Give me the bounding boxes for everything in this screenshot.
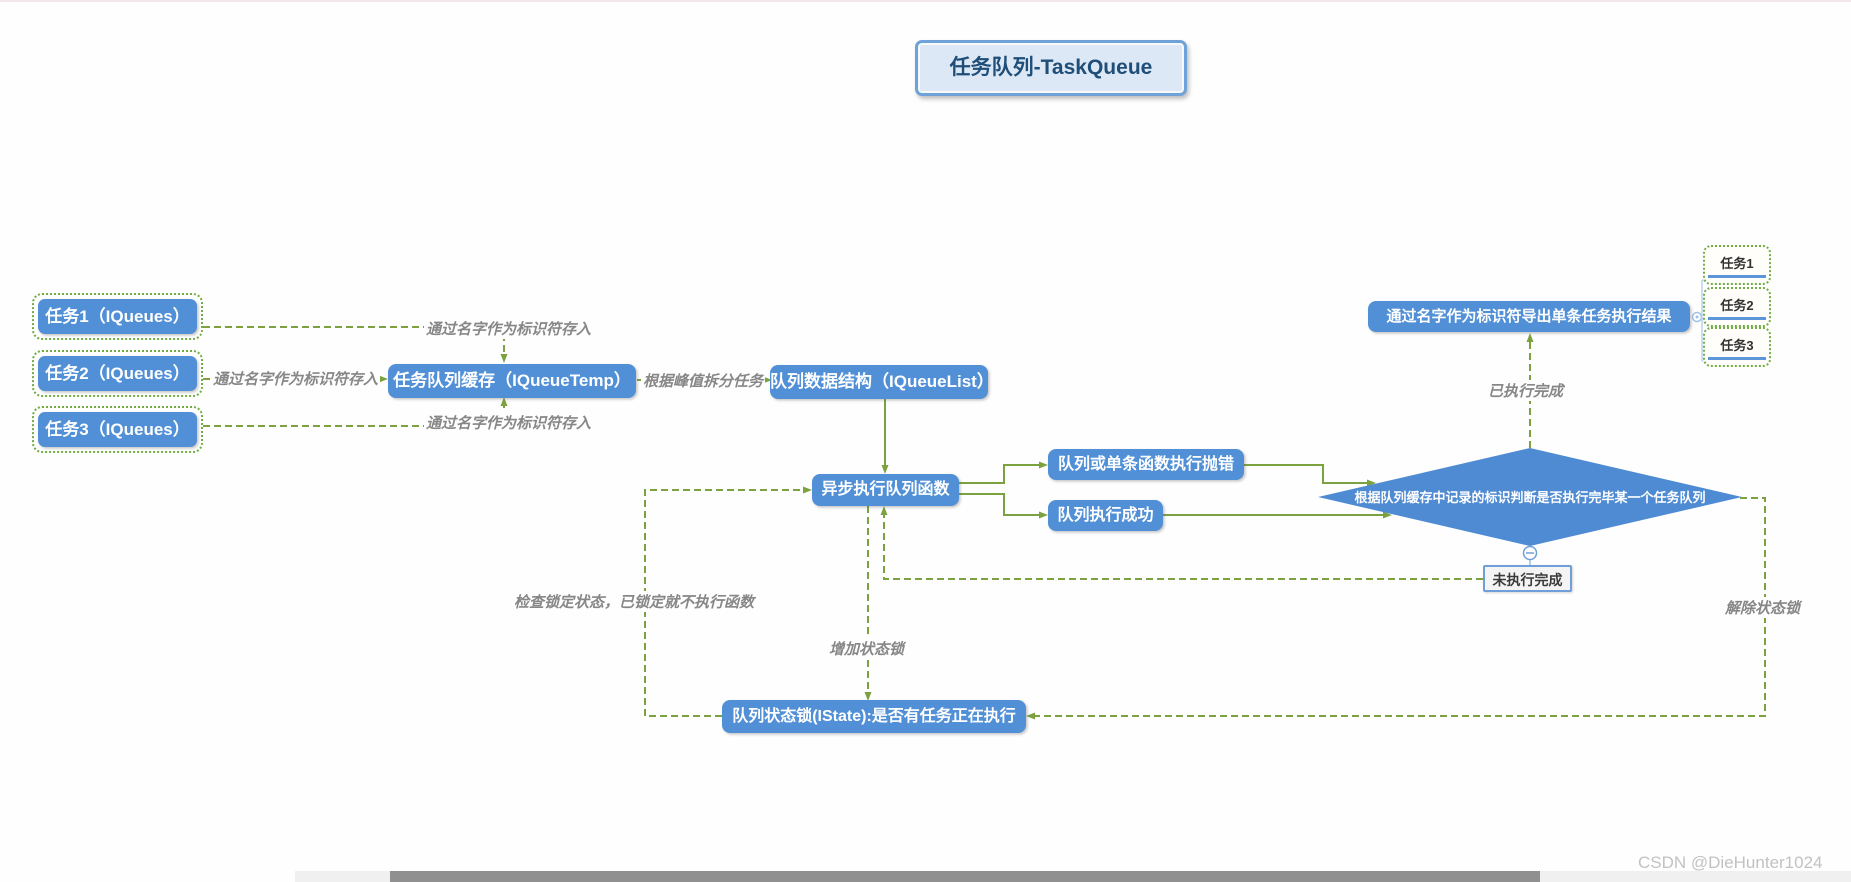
edge-label-done[interactable]: 已执行完成 [1486, 380, 1566, 401]
edge-notdone-to-async [880, 506, 1483, 580]
right-task3-label: 任务3 [1708, 331, 1766, 360]
state-lock-node[interactable]: 队列状态锁(IState):是否有任务正在执行 [722, 700, 1026, 733]
async-exec-node[interactable]: 异步执行队列函数 [812, 474, 959, 506]
root-topic[interactable]: 任务队列-TaskQueue [915, 40, 1187, 96]
decision-diamond[interactable] [1318, 448, 1742, 546]
edge-async-to-success [959, 493, 1048, 519]
export-result-node[interactable]: 通过名字作为标识符导出单条任务执行结果 [1368, 301, 1690, 332]
edge-label-store-by-name-3[interactable]: 通过名字作为标识符存入 [424, 412, 594, 433]
right-task3-node[interactable]: 任务3 [1703, 327, 1771, 367]
exec-success-node[interactable]: 队列执行成功 [1048, 500, 1163, 531]
queue-temp-node[interactable]: 任务队列缓存（IQueueTemp） [388, 364, 636, 398]
selection-marquee-task1: 任务1（IQueues） [32, 293, 203, 340]
expand-handle-dot [1695, 315, 1699, 319]
left-task2-node[interactable]: 任务2（IQueues） [38, 356, 197, 391]
edge-async-to-throw [959, 461, 1048, 484]
horizontal-scrollbar-track[interactable] [295, 871, 1851, 882]
horizontal-scrollbar-thumb[interactable] [390, 871, 1540, 882]
right-task2-node[interactable]: 任务2 [1703, 287, 1771, 327]
left-task1-node[interactable]: 任务1（IQueues） [38, 299, 197, 334]
selection-marquee-task3: 任务3（IQueues） [32, 406, 203, 453]
edge-label-store-by-name-2[interactable]: 通过名字作为标识符存入 [211, 368, 381, 389]
edge-label-check-lock[interactable]: 检查锁定状态，已锁定就不执行函数 [512, 591, 757, 612]
decision-diamond-label: 根据队列缓存中记录的标识判断是否执行完毕某一个任务队列 [1354, 490, 1706, 505]
watermark-text: CSDN @DieHunter1024 [1638, 853, 1823, 872]
edge-label-release-lock[interactable]: 解除状态锁 [1723, 597, 1803, 618]
edge-label-split-by-peak[interactable]: 根据峰值拆分任务 [641, 370, 766, 391]
left-task3-node[interactable]: 任务3（IQueues） [38, 412, 197, 447]
right-task1-label: 任务1 [1708, 249, 1766, 278]
edge-label-store-by-name-1[interactable]: 通过名字作为标识符存入 [424, 318, 594, 339]
selection-marquee-task2: 任务2（IQueues） [32, 350, 203, 397]
right-task2-label: 任务2 [1708, 291, 1766, 320]
right-task1-node[interactable]: 任务1 [1703, 245, 1771, 285]
edge-throw-to-diamond [1244, 464, 1376, 487]
not-done-node[interactable]: 未执行完成 [1483, 565, 1572, 592]
edge-label-add-lock[interactable]: 增加状态锁 [827, 638, 907, 659]
queue-list-node[interactable]: 队列数据结构（IQueueList） [770, 365, 994, 399]
throw-error-node[interactable]: 队列或单条函数执行抛错 [1048, 449, 1244, 480]
